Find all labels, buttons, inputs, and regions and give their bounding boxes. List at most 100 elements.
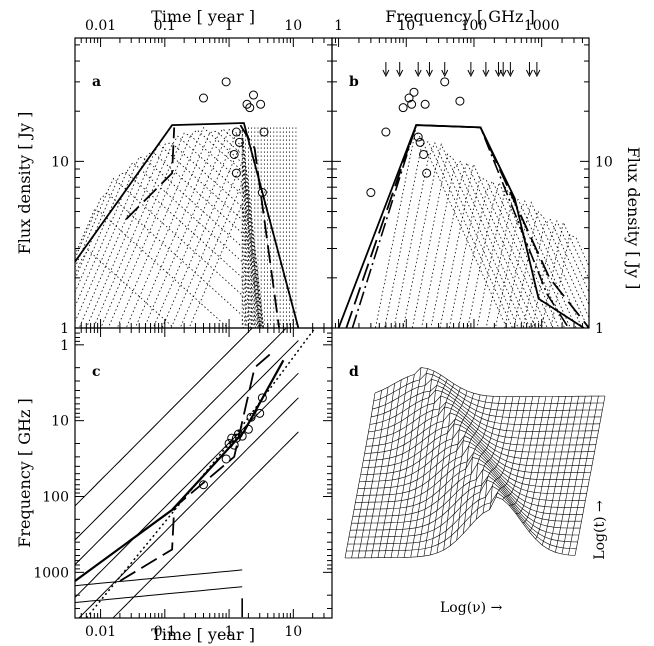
panel-d-grid-column [541,396,573,546]
panel-a-model-curve [134,128,261,328]
panel-d-grid-column [469,396,501,527]
panel-d-grid-column [574,395,606,556]
panel-b-frequency-arrowhead [426,69,433,78]
panel-b-x-tick-label: 100 [461,18,488,34]
panel-c-data-point [255,408,265,418]
panel-label-a: a [92,74,101,90]
panel-a-model-curve [75,209,229,328]
panel-d-grid-column [522,396,553,523]
panel-b-y-tick-label: 1 [595,321,604,337]
panel-c-data-point [231,433,241,443]
panel-d-grid-column [495,396,527,497]
panel-label-d: d [349,364,359,380]
panel-d-grid-column [568,396,599,556]
panel-b-frequency-arrowhead [526,69,533,78]
panel-c-contour-line [75,372,299,598]
panel-d-grid-column [535,396,566,540]
panel-a-model-curve [75,192,244,328]
panel-c-contour-line [75,328,254,507]
panel-b-frame [331,37,590,329]
panel-a-data-point [248,90,258,100]
panel-a-model-curve [75,156,251,328]
panel-d-grid-column [443,393,474,551]
panel-b-model-curve [467,181,566,328]
surface-x-label: Log(ν) → [440,600,503,616]
panel-a-model-curve [78,143,254,328]
panel-a-data-point [234,137,244,147]
panel-a-x-tick-label: 1 [225,18,234,34]
panel-d-grid-column [502,396,533,500]
panel-d-grid-column [555,396,586,553]
panel-a-model-lightcurves [75,127,297,328]
panel-a-model-curve [85,142,255,328]
right-axis-label: Flux density [ Jy ] [624,147,643,290]
panel-d-grid-column [463,396,494,534]
panel-a-model-curve [143,128,262,328]
panel-c-contour-line [75,586,243,603]
panel-a-series-2 [239,124,280,328]
panel-d-grid-column [397,368,428,558]
panel-b-model-curve [393,142,519,328]
panel-b-model-curve [531,219,589,328]
panel-c-x-tick-label: 1 [225,624,234,640]
panel-a-data-point [259,127,269,137]
left-axis-bottom-label: Frequency [ GHz ] [15,398,34,547]
panel-c-data-point [199,480,208,490]
panel-a-model-curve [161,139,264,328]
panel-a-model-curve [93,135,257,328]
panel-b-model-curve [485,199,577,328]
panel-b-series-0 [337,124,585,328]
panel-a-series-1 [125,127,176,220]
top-axis-left-label: Time [ year ] [151,7,255,26]
panel-b-x-tick-label: 1000 [524,18,560,34]
panel-b-data-point [413,132,423,142]
panel-a-frame [74,37,333,329]
panel-b-model-curve [458,180,560,328]
panel-c-contour-line [75,328,288,541]
panel-d-grid-column [344,392,376,559]
panel-d-grid-column [423,383,455,557]
panel-c-series-0 [75,359,285,582]
panel-b-model-curve [439,162,548,328]
panel-c-y-tick-label: 100 [42,490,69,506]
panel-c-y-tick-label: 10 [51,414,69,430]
panel-a-model-curve [152,129,263,328]
panel-d-grid-column [449,394,481,546]
panel-a-data-point [221,77,231,87]
panel-d-grid-column [384,374,415,558]
panel-d-grid-column [351,390,382,558]
panel-b-model-curve [421,160,537,328]
panel-d-grid-column [456,395,487,541]
panel-a-data-point [199,93,208,103]
panel-b-x-tick-label: 10 [397,18,415,34]
panel-c-contour-line [75,569,243,587]
panel-a-data-point [245,103,255,113]
panel-c-data-point [246,412,256,422]
panel-a-model-curve [125,130,260,328]
panel-b-frequency-arrowhead [495,69,502,78]
panel-d-grid-column [377,376,409,558]
panel-c-data-point [243,424,253,434]
panel-b-model-curve [476,186,571,328]
panel-a-model-curve [107,129,259,328]
panel-d-grid-column [548,396,579,550]
panel-label-b: b [349,74,359,90]
panel-c-series-1 [119,350,275,582]
panel-d-grid-column [417,379,448,557]
panel-d-grid-column [509,396,540,506]
panel-b-frequency-arrowhead [506,69,514,78]
panel-a-data-point [229,149,239,159]
panel-c-x-tick-label: 10 [284,624,302,640]
panel-b-model-curve [448,177,554,328]
panel-label-c: c [92,364,101,380]
panel-b-model-curve [513,210,589,328]
panel-c-y-tick-label: 1 [60,338,69,354]
panel-d-grid-column [482,396,514,514]
panel-b-data-point [455,96,465,106]
panel-b-x-tick-label: 1 [334,18,343,34]
panel-b-series-1 [345,124,589,328]
panel-c-data-point [221,454,231,464]
